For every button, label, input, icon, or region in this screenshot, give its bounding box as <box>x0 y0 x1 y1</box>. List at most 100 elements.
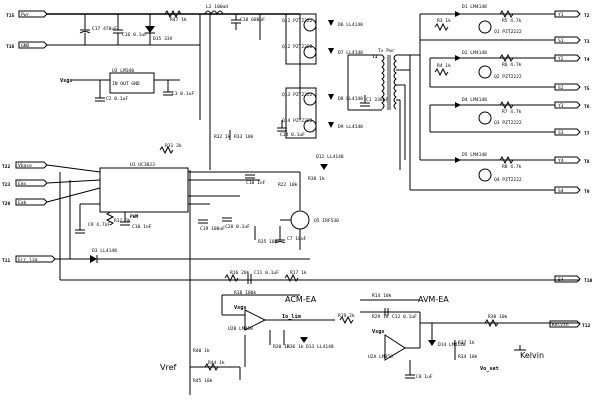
svg-text:R5 4.7k: R5 4.7k <box>502 18 522 24</box>
svg-text:R12 3k: R12 3k <box>114 218 131 224</box>
svg-text:Kelvin: Kelvin <box>520 351 544 360</box>
svg-text:R40 1k: R40 1k <box>193 348 210 354</box>
svg-text:Q3 PZT2222: Q3 PZT2222 <box>494 120 522 126</box>
svg-text:D4 LM4148: D4 LM4148 <box>462 97 487 103</box>
svg-text:T4: T4 <box>584 57 590 63</box>
port-pwr[interactable]: T15 Pwr <box>6 10 48 19</box>
output-channels: D1 LM4148 Q1 PZT2222 R3 1k R5 4.7k D2 LM… <box>399 4 580 191</box>
svg-text:Vo_set: Vo_set <box>480 366 499 372</box>
svg-text:R17 1k: R17 1k <box>290 270 307 276</box>
vref-divider: R40 1k R45 10k R44 1k Vref <box>160 335 246 395</box>
svg-text:U3 LM340: U3 LM340 <box>112 68 134 74</box>
port-gnd[interactable]: T16 GND <box>6 41 48 50</box>
svg-text:S1: S1 <box>558 38 564 44</box>
svg-text:R45 10k: R45 10k <box>193 378 213 384</box>
svg-text:C10 1nF: C10 1nF <box>132 224 152 230</box>
svg-text:D3 LL4148: D3 LL4148 <box>92 248 117 254</box>
svg-text:T1: T1 <box>372 54 378 60</box>
svg-text:D1 LM4148: D1 LM4148 <box>462 4 487 10</box>
svg-text:T16: T16 <box>6 44 15 50</box>
svg-text:Y1: Y1 <box>558 12 564 18</box>
port-ems[interactable]: T23 Ems <box>2 179 48 188</box>
svg-text:T2: T2 <box>584 13 590 19</box>
svg-text:D8 LL4148: D8 LL4148 <box>338 96 363 102</box>
mosfet-q5: Q5 IRF530 C7 10uF R35 10k <box>254 172 339 250</box>
port-t5[interactable]: S2 T5 <box>554 83 590 92</box>
svg-text:D12 LL4148: D12 LL4148 <box>316 154 344 160</box>
svg-text:C14 0.1uF: C14 0.1uF <box>280 132 305 138</box>
port-t6[interactable]: Y3 T6 <box>554 101 590 110</box>
svg-text:R31 2k: R31 2k <box>165 143 182 149</box>
svg-text:Y3: Y3 <box>558 103 564 109</box>
port-t7[interactable]: S3 T7 <box>554 128 590 137</box>
svg-text:Q4 PZT2222: Q4 PZT2222 <box>494 177 522 183</box>
svg-text:R34 10k: R34 10k <box>458 354 478 360</box>
svg-text:Q12 PZT2222: Q12 PZT2222 <box>282 44 313 50</box>
svg-text:C2 0.1uF: C2 0.1uF <box>106 96 128 102</box>
svg-text:D15 33V: D15 33V <box>153 36 173 42</box>
port-vbase[interactable]: T22 Vbase <box>2 161 48 170</box>
svg-text:R30 10k: R30 10k <box>488 314 508 320</box>
port-t4[interactable]: Y2 T4 <box>554 54 590 63</box>
port-t3[interactable]: S1 T3 <box>554 36 590 45</box>
svg-text:R35 10k: R35 10k <box>258 239 278 245</box>
svg-text:Eab: Eab <box>18 200 27 206</box>
svg-text:D14 LM4148: D14 LM4148 <box>438 342 466 348</box>
svg-text:T11: T11 <box>2 258 11 264</box>
port-t2[interactable]: Y1 T2 <box>554 10 590 19</box>
svg-text:R6 4.7k: R6 4.7k <box>502 62 522 68</box>
svg-text:C16 0.1uF: C16 0.1uF <box>122 32 147 38</box>
svg-text:R37 1k: R37 1k <box>458 340 475 346</box>
svg-text:C19 100uF: C19 100uF <box>200 226 225 232</box>
svg-text:Vsgs: Vsgs <box>234 305 247 311</box>
svg-text:R20 1k: R20 1k <box>273 344 290 350</box>
svg-text:Vsgs: Vsgs <box>372 329 385 335</box>
svg-text:R38 1k: R38 1k <box>308 176 325 182</box>
svg-text:R47 1k: R47 1k <box>170 17 187 23</box>
svg-text:ACM-EA: ACM-EA <box>285 295 317 304</box>
svg-text:S3: S3 <box>558 130 564 136</box>
port-err-lim[interactable]: T11 Err_lim <box>2 255 56 264</box>
svg-text:Q14 PZT2222: Q14 PZT2222 <box>282 118 313 124</box>
svg-text:T7: T7 <box>584 131 590 137</box>
avm-error-amp: R14 10k R29 1k C12 0.1uF AVM-EA Vsgs U2A… <box>360 293 580 380</box>
svg-text:D5 LM4148: D5 LM4148 <box>462 152 487 158</box>
pwm-controller-u1: U1 UC3823 PWM C9 4.7nF R12 3k C10 1nF R3… <box>46 130 344 280</box>
svg-text:R36 1k: R36 1k <box>287 344 304 350</box>
svg-text:R16 20k: R16 20k <box>230 270 250 276</box>
svg-text:PWM: PWM <box>130 214 139 220</box>
svg-text:C3 0.1uF: C3 0.1uF <box>172 91 194 97</box>
svg-text:R4 1k: R4 1k <box>437 63 451 69</box>
svg-text:Vbase: Vbase <box>18 163 32 169</box>
svg-text:T9: T9 <box>584 189 590 195</box>
svg-text:T10: T10 <box>584 278 593 284</box>
svg-text:Io_lim: Io_lim <box>282 314 301 320</box>
port-t12[interactable]: Kelvin T12 <box>549 320 591 329</box>
svg-text:Vref: Vref <box>160 363 177 372</box>
svg-text:C10 1nF: C10 1nF <box>246 180 266 186</box>
svg-text:R19 2k: R19 2k <box>338 313 355 319</box>
svg-text:AVM-EA: AVM-EA <box>418 295 449 304</box>
svg-text:R29 1k: R29 1k <box>372 314 389 320</box>
gate-driver: Q11 PZT2222 Q12 PZT2222 D6 LL4148 D7 LL4… <box>277 13 388 139</box>
svg-text:Y2: Y2 <box>558 56 564 62</box>
svg-text:C11 0.1uF: C11 0.1uF <box>254 270 279 276</box>
right-ports: Y1 T2 S1 T3 Y2 T4 S2 T5 Y3 T6 S3 T7 <box>549 10 593 329</box>
svg-text:L2 100uH: L2 100uH <box>206 4 228 10</box>
svg-text:D6 LL4148: D6 LL4148 <box>338 22 363 28</box>
svg-text:Err_lim: Err_lim <box>18 257 38 263</box>
svg-text:Q2 PZT2222: Q2 PZT2222 <box>494 74 522 80</box>
top-rails <box>45 13 301 170</box>
svg-text:D2 LM4148: D2 LM4148 <box>462 50 487 56</box>
svg-text:C7 10uF: C7 10uF <box>287 236 307 242</box>
svg-text:C12 0.1uF: C12 0.1uF <box>392 314 417 320</box>
svg-text:T6: T6 <box>584 104 590 110</box>
port-t9[interactable]: S4 T9 <box>554 186 590 195</box>
svg-text:U1 UC3823: U1 UC3823 <box>130 162 155 168</box>
svg-text:R3 1k: R3 1k <box>437 18 451 24</box>
svg-text:R32 1k: R32 1k <box>214 134 231 140</box>
port-eab[interactable]: T20 Eab <box>2 198 48 207</box>
port-t8[interactable]: Y4 T8 <box>554 156 590 165</box>
svg-text:U2A LM358: U2A LM358 <box>368 354 393 360</box>
err-lim-diode: D3 LL4148 <box>55 248 580 281</box>
